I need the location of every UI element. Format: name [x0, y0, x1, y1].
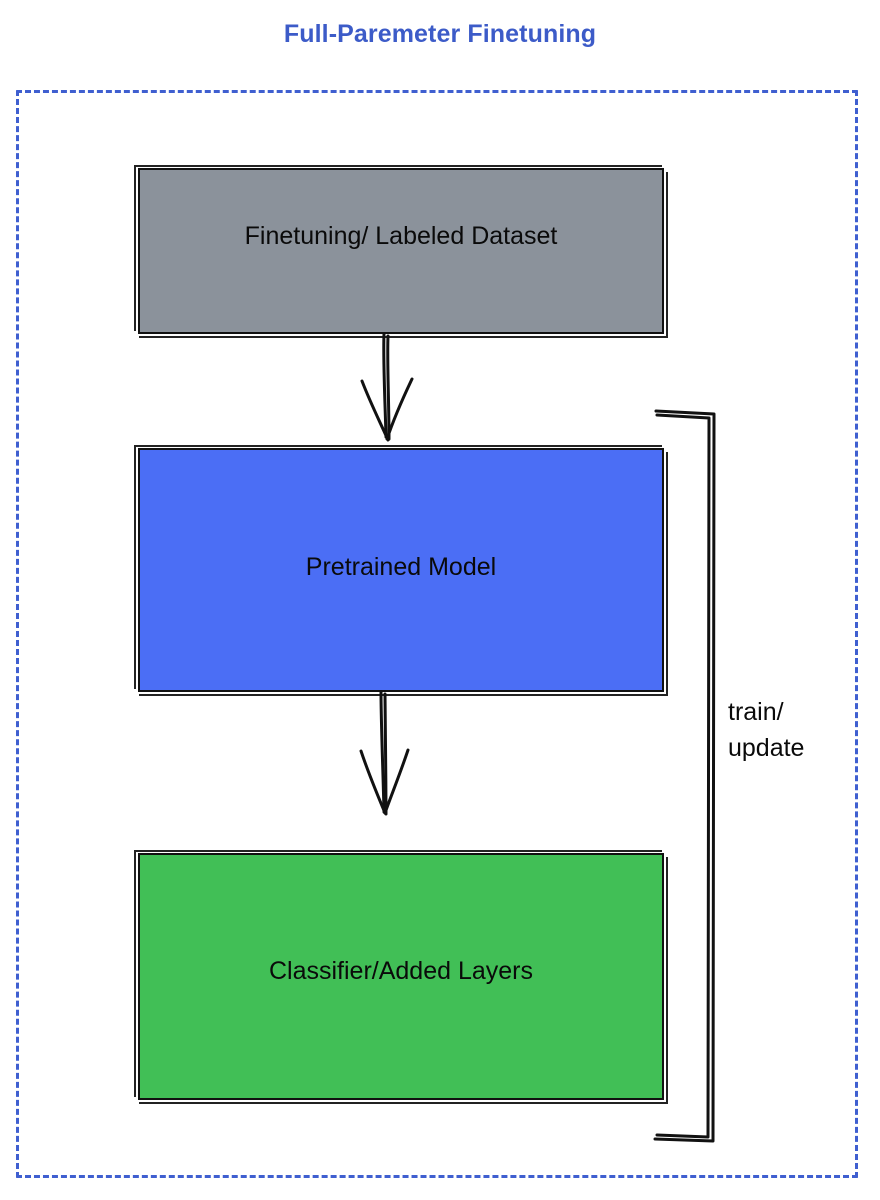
diagram-container	[16, 90, 858, 1178]
edge-label-train-update: train/ update	[728, 698, 805, 762]
node-classifier-added-layers[interactable]: Classifier/Added Layers	[134, 850, 668, 1104]
node-dataset-label: Finetuning/ Labeled Dataset	[244, 222, 558, 250]
node-pretrained-model[interactable]: Pretrained Model	[134, 445, 668, 696]
node-finetuning-labeled-dataset[interactable]: Finetuning/ Labeled Dataset	[134, 165, 668, 338]
page-title: Full-Paremeter Finetuning	[283, 20, 597, 48]
node-classifier-label: Classifier/Added Layers	[268, 957, 533, 985]
node-pretrained-label: Pretrained Model	[305, 553, 497, 581]
node-classifier-fill	[138, 853, 664, 1100]
node-dataset-fill	[138, 168, 664, 334]
node-pretrained-fill	[138, 448, 664, 692]
